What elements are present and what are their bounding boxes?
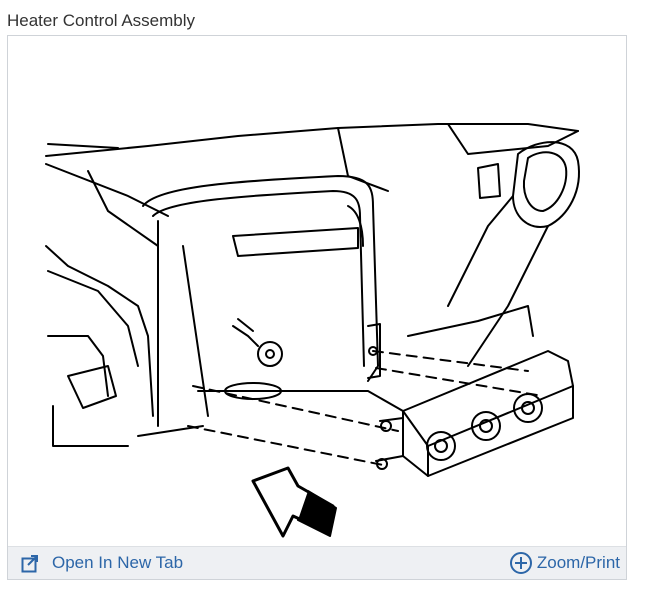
image-footer: Open In New Tab Zoom/Print: [8, 546, 626, 579]
image-panel: Open In New Tab Zoom/Print: [7, 35, 627, 580]
open-in-new-tab-icon: [21, 554, 38, 572]
heater-control-diagram[interactable]: [8, 36, 626, 548]
plus-circle-icon: [509, 552, 532, 574]
zoom-print-link[interactable]: Zoom/Print: [509, 551, 620, 575]
zoom-print-label: Zoom/Print: [536, 553, 620, 572]
open-in-new-tab-label: Open In New Tab: [52, 553, 184, 572]
page-title: Heater Control Assembly: [7, 11, 196, 30]
open-in-new-tab-link[interactable]: Open In New Tab: [21, 553, 183, 573]
